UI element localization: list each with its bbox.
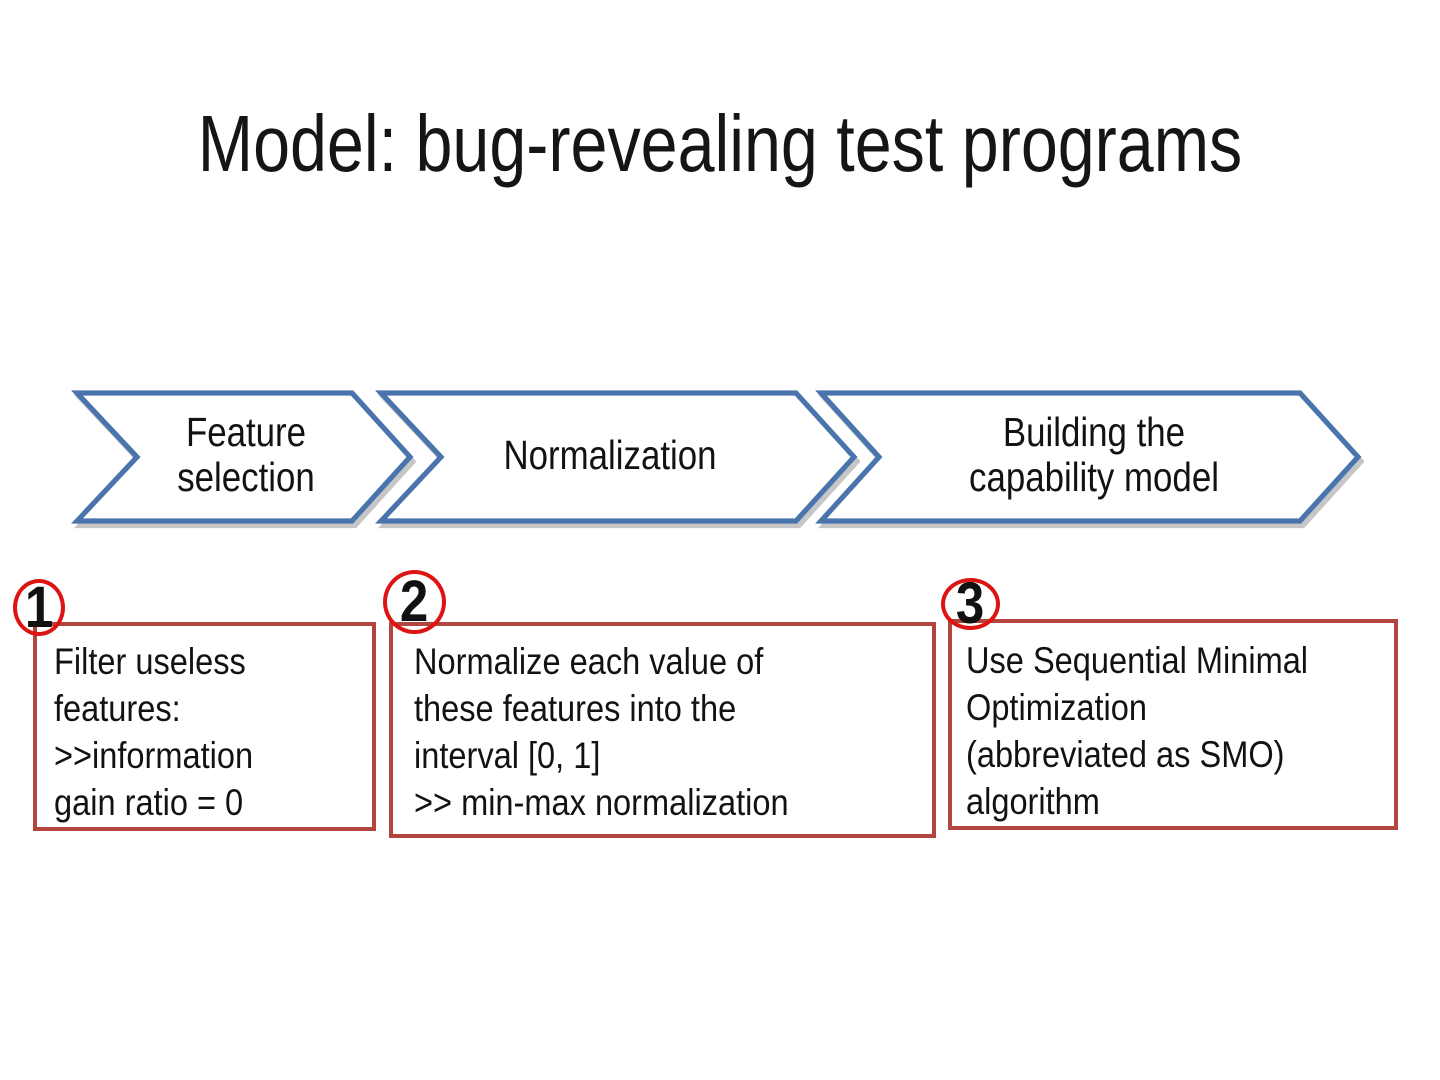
callout-text-line: >> min-max normalization: [414, 782, 789, 823]
step-label-feature-selection: Feature selection: [119, 389, 374, 521]
step-label-normalization: Normalization: [481, 389, 739, 521]
callout-text-line: Use Sequential Minimal: [966, 640, 1309, 681]
step-label-line: capability model: [969, 454, 1219, 500]
callout-text-line: features:: [54, 688, 181, 729]
chevron-building-capability-model: [815, 390, 1362, 524]
step-number-1: 1: [24, 574, 54, 640]
step-label-line: Normalization: [503, 431, 717, 478]
callout-text-line: gain ratio = 0: [54, 782, 244, 823]
step-circle-3: 3: [941, 571, 1000, 636]
callout-text-line: these features into the: [414, 688, 737, 729]
callout-text-line: Normalize each value of: [414, 641, 764, 682]
chevron-normalization: [374, 390, 858, 524]
callout-text-line: Optimization: [966, 687, 1147, 728]
step-label-line: Building the: [1002, 409, 1186, 455]
callout-box-3: Use Sequential Minimal Optimization (abb…: [948, 619, 1398, 830]
chevron-feature-selection: [70, 390, 414, 524]
step-circle-2: 2: [383, 570, 446, 634]
callout-box-2: Normalize each value of these features i…: [389, 622, 936, 838]
step-label-line: Feature: [185, 409, 307, 455]
callout-text-line: algorithm: [966, 781, 1100, 822]
step-number-2: 2: [400, 569, 429, 634]
callout-text-line: (abbreviated as SMO): [966, 734, 1285, 775]
step-label-building-capability-model: Building the capability model: [965, 389, 1223, 521]
callout-text-line: >>information: [54, 735, 254, 776]
callout-text-line: interval [0, 1]: [414, 735, 601, 776]
slide-title: Model: bug-revealing test programs: [197, 99, 1243, 188]
step-circle-1: 1: [13, 574, 65, 640]
callout-text-line: Filter useless: [54, 641, 246, 682]
step-label-line: selection: [177, 454, 315, 500]
step-number-3: 3: [956, 571, 985, 636]
callout-box-1: Filter useless features: >>information g…: [33, 622, 376, 831]
